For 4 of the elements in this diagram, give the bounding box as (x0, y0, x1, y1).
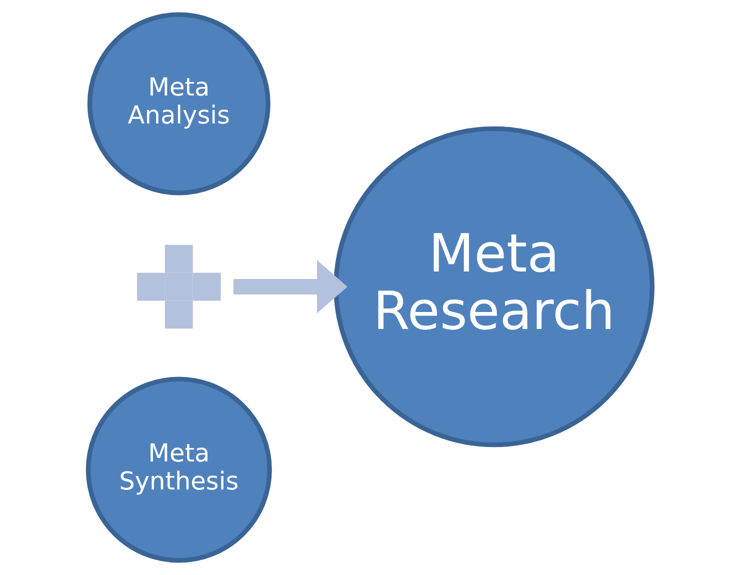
node-circle: Meta Research (334, 126, 654, 448)
arrow (233, 260, 348, 314)
node-circle: Meta Synthesis (86, 376, 272, 563)
node-circle: Meta Analysis (87, 12, 270, 196)
